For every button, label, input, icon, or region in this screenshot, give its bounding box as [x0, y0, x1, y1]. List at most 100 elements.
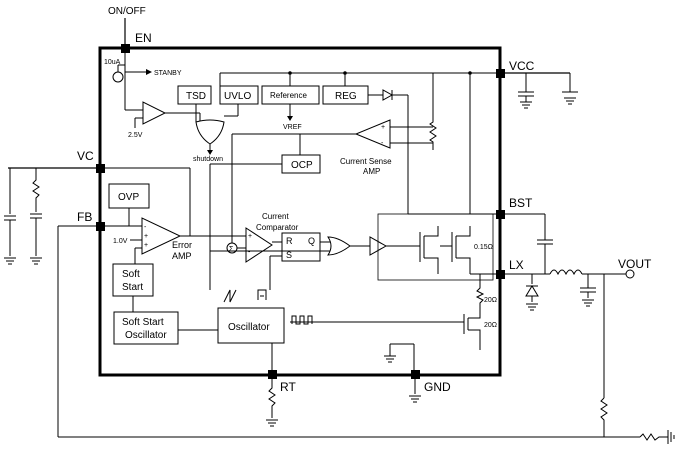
gnd-symbol-vc2: [30, 257, 42, 265]
lx-resistor: [475, 274, 485, 312]
on-off-label: ON/OFF: [108, 6, 146, 17]
ea-plus2: +: [144, 242, 148, 249]
gnd-symbol-divider: [667, 430, 675, 444]
rs-latch: [281, 232, 321, 262]
latch-q: Q: [308, 236, 315, 246]
cc-plus: +: [248, 233, 252, 240]
ss-osc-label-1: Soft Start: [122, 317, 164, 328]
pin-en-pad: [121, 44, 130, 53]
uvlo-label: UVLO: [224, 91, 251, 102]
ovp-label: OVP: [118, 192, 139, 203]
latch-s: S: [286, 250, 292, 260]
ea-plus1: +: [144, 233, 148, 240]
shutdown-arrow: [207, 150, 213, 155]
current-source-10ua: [112, 71, 124, 83]
gnd-symbol-pin: [409, 395, 421, 403]
pin-fb-pad: [96, 222, 105, 231]
en-comparator: [142, 101, 167, 125]
sawtooth-waveform: [223, 289, 237, 303]
reg-diode: [382, 89, 394, 101]
pin-bst-pad: [496, 210, 505, 219]
vout-label: VOUT: [618, 257, 652, 271]
divider-lower-resistor: [639, 433, 668, 441]
sense-fet: [419, 226, 439, 268]
oscillator-label: Oscillator: [228, 322, 270, 333]
clock-pulse: [257, 289, 267, 300]
soft-start-osc-block: [113, 311, 179, 345]
pin-rt-pad: [268, 370, 277, 379]
error-amp: [141, 217, 182, 255]
pin-en-label: EN: [135, 31, 152, 45]
pin-lx-pad: [496, 270, 505, 279]
pin-gnd-label: GND: [424, 380, 451, 394]
soft-start-label-2: Start: [122, 282, 143, 293]
reg-label: REG: [335, 91, 357, 102]
vref-arrow: [287, 116, 293, 121]
oscillator-block: [217, 307, 285, 344]
standby-label: STANBY: [154, 70, 182, 77]
r20a-label: 20Ω: [484, 297, 497, 304]
vref-label: VREF: [283, 124, 302, 131]
driver-or-gate: [327, 236, 351, 256]
cs-label-1: Current Sense: [340, 157, 392, 166]
pin-rt-label: RT: [280, 380, 296, 394]
gnd-symbol-out: [582, 299, 594, 307]
catch-diode: [525, 285, 539, 297]
ea-label-2: AMP: [172, 251, 192, 261]
gnd-symbol-diode: [526, 303, 538, 311]
tsd-block: [177, 85, 212, 105]
sense-resistor: [429, 110, 437, 150]
current-sense-amp: [354, 119, 391, 149]
soft-start-label-1: Soft: [122, 269, 140, 280]
pin-gnd-pad: [411, 370, 420, 379]
ocp-label: OCP: [291, 160, 313, 171]
reference-label: Reference: [270, 91, 307, 100]
ss-osc-label-2: Oscillator: [125, 330, 167, 341]
gnd-symbol-int: [384, 355, 396, 363]
pin-vc-pad: [96, 164, 105, 173]
pin-vcc-pad: [496, 69, 505, 78]
current-10ua-label: 10uA: [104, 59, 121, 66]
node-ref: [288, 71, 292, 75]
current-comparator: [245, 227, 273, 263]
latch-r: R: [286, 236, 293, 246]
pin-lx-label: LX: [509, 258, 524, 272]
vc-resistor: [32, 168, 40, 212]
shutdown-or-gate: [195, 119, 225, 145]
cs-minus: -: [381, 140, 384, 147]
cc-minus: -: [248, 249, 251, 256]
r015-label: 0.15Ω: [474, 244, 493, 251]
gnd-symbol-rt: [266, 419, 278, 427]
tsd-label: TSD: [186, 91, 206, 102]
sigma-label: Σ: [229, 246, 234, 253]
output-inductor: [549, 269, 583, 276]
pin-fb-label: FB: [77, 210, 92, 224]
pin-vcc-label: VCC: [509, 59, 535, 73]
v10-label: 1.0V: [113, 238, 128, 245]
cs-plus: +: [381, 124, 385, 131]
high-side-fet: [451, 226, 471, 268]
cc-label-2: Comparator: [256, 223, 299, 232]
shutdown-label: shutdown: [193, 156, 223, 163]
pulse-waveform: [291, 315, 313, 325]
gnd-symbol-vcc1: [520, 101, 532, 109]
divider-upper-resistor: [600, 397, 608, 437]
ea-minus: -: [144, 224, 147, 231]
standby-arrow: [146, 69, 152, 75]
cc-label-1: Current: [262, 212, 289, 221]
ea-label-1: Error: [172, 240, 192, 250]
v25-label: 2.5V: [128, 132, 143, 139]
vout-terminal: [625, 269, 635, 279]
node-reg: [343, 71, 347, 75]
pin-bst-label: BST: [509, 196, 533, 210]
gnd-symbol-vc1: [4, 257, 16, 265]
rt-resistor: [268, 379, 276, 418]
cs-label-2: AMP: [363, 167, 380, 176]
uvlo-block: [219, 85, 259, 105]
soft-start-block: [112, 263, 154, 297]
r20b-label: 20Ω: [484, 322, 497, 329]
low-side-fet: [463, 312, 481, 350]
pin-vc-label: VC: [77, 149, 94, 163]
